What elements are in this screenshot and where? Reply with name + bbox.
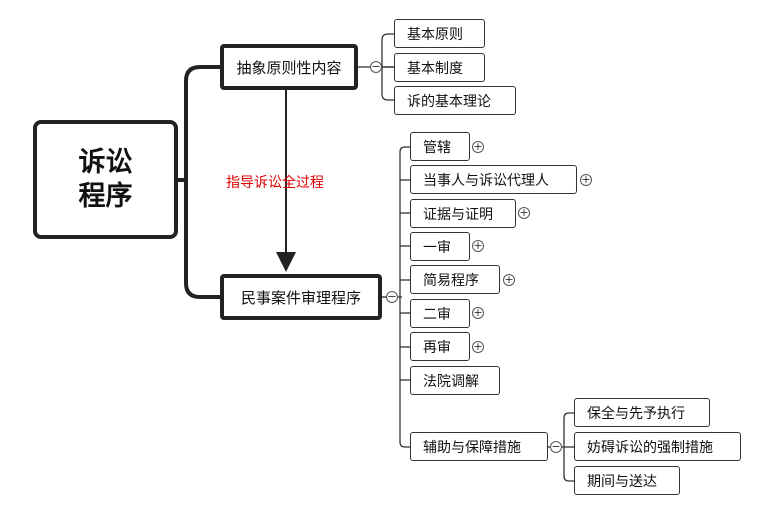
edge-label: 指导诉讼全过程 [226, 175, 324, 191]
branch-abstract-principles[interactable]: 抽象原则性内容 [220, 44, 358, 90]
branch-label: 抽象原则性内容 [236, 58, 342, 77]
topic-label: 保全与先予执行 [587, 405, 685, 422]
collapse-toggle-icon[interactable]: − [370, 60, 382, 73]
topic-parties-and-agents[interactable]: 当事人与诉讼代理人 [410, 165, 577, 194]
topic-label: 期间与送达 [587, 473, 657, 490]
topic-auxiliary-measures[interactable]: 辅助与保障措施 [410, 432, 548, 461]
topic-label: 诉的基本理论 [407, 93, 491, 110]
topic-label: 再审 [423, 339, 451, 356]
collapse-toggle-icon[interactable]: − [550, 440, 562, 453]
topic-basic-principles[interactable]: 基本原则 [394, 19, 485, 48]
collapse-toggle-icon[interactable]: − [386, 290, 398, 303]
topic-label: 法院调解 [423, 373, 479, 390]
topic-retrial[interactable]: 再审 [410, 332, 470, 361]
topic-summary-procedure[interactable]: 简易程序 [410, 265, 500, 294]
topic-label: 妨碍诉讼的强制措施 [587, 439, 713, 456]
topic-preservation-and-advance-execution[interactable]: 保全与先予执行 [574, 398, 710, 427]
topic-compulsory-measures[interactable]: 妨碍诉讼的强制措施 [574, 432, 741, 461]
topic-basic-systems[interactable]: 基本制度 [394, 53, 485, 82]
expand-toggle-icon[interactable]: + [472, 306, 484, 319]
topic-label: 当事人与诉讼代理人 [423, 172, 549, 189]
topic-periods-and-service[interactable]: 期间与送达 [574, 466, 680, 495]
topic-label: 管辖 [423, 139, 451, 156]
topic-label: 一审 [423, 239, 451, 256]
topic-basic-theory[interactable]: 诉的基本理论 [394, 86, 516, 115]
expand-toggle-icon[interactable]: + [503, 273, 515, 286]
topic-label: 简易程序 [423, 272, 479, 289]
branch-civil-trial-procedure[interactable]: 民事案件审理程序 [220, 274, 382, 320]
topic-first-instance[interactable]: 一审 [410, 232, 470, 261]
expand-toggle-icon[interactable]: + [472, 340, 484, 353]
root-label-line2: 程序 [78, 180, 133, 212]
topic-evidence-and-proof[interactable]: 证据与证明 [410, 199, 516, 228]
topic-label: 基本原则 [407, 26, 463, 43]
expand-toggle-icon[interactable]: + [472, 140, 484, 153]
topic-court-mediation[interactable]: 法院调解 [410, 366, 500, 395]
topic-second-instance[interactable]: 二审 [410, 299, 470, 328]
expand-toggle-icon[interactable]: + [518, 206, 530, 219]
topic-label: 基本制度 [407, 60, 463, 77]
root-label-line1: 诉讼 [78, 146, 133, 178]
topic-label: 二审 [423, 306, 451, 323]
branch-label: 民事案件审理程序 [240, 288, 361, 307]
root-node[interactable]: 诉讼 程序 [33, 120, 178, 239]
topic-jurisdiction[interactable]: 管辖 [410, 132, 470, 161]
expand-toggle-icon[interactable]: + [472, 239, 484, 252]
expand-toggle-icon[interactable]: + [580, 173, 592, 186]
topic-label: 辅助与保障措施 [423, 439, 521, 456]
topic-label: 证据与证明 [423, 206, 493, 223]
